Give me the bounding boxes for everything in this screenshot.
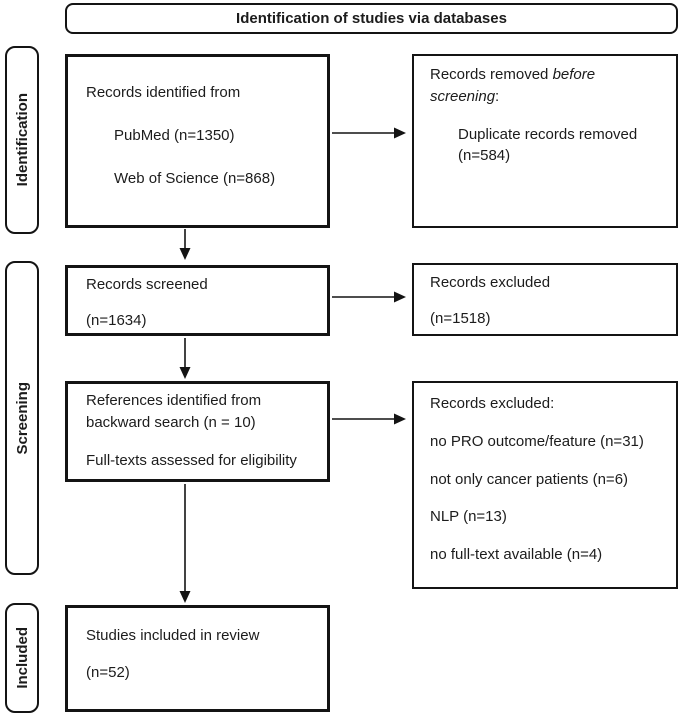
exclusion-reason-no-pro: no PRO outcome/feature (n=31) [430, 432, 644, 450]
fulltext-assessment-box: References identified from backward sear… [65, 381, 330, 482]
exclusion-reason-nlp: NLP (n=13) [430, 508, 507, 526]
records-screened-label: Records screened [86, 276, 208, 293]
records-identified-source-wos: Web of Science (n=868) [114, 169, 276, 187]
stage-label-screening-text: Screening [13, 381, 31, 455]
stage-label-identification-text: Identification [13, 93, 31, 187]
records-identified-box: Records identified from PubMed (n=1350) … [65, 54, 330, 228]
records-excluded-fulltext-title: Records excluded: [430, 395, 555, 412]
records-removed-prefix: Records removed [430, 66, 553, 83]
stage-label-identification: Identification [5, 46, 39, 234]
header-title: Identification of studies via databases [236, 10, 507, 27]
studies-included-count: (n=52) [86, 663, 130, 681]
studies-included-box: Studies included in review (n=52) [65, 605, 330, 712]
records-removed-suffix: : [495, 87, 500, 105]
header-box: Identification of studies via databases [65, 3, 678, 34]
records-identified-intro: Records identified from [86, 84, 241, 101]
records-excluded-screening-count: (n=1518) [430, 309, 491, 327]
fulltext-assessment-line1: References identified from backward sear… [86, 392, 262, 431]
records-excluded-screening-box: Records excluded (n=1518) [412, 263, 678, 336]
records-removed-emphasis: before screening [430, 66, 596, 105]
exclusion-reason-not-only-cancer: not only cancer patients (n=6) [430, 470, 629, 488]
records-excluded-fulltext-box: Records excluded: no PRO outcome/feature… [412, 381, 678, 589]
records-screened-count: (n=1634) [86, 311, 147, 329]
records-identified-source-pubmed: PubMed (n=1350) [114, 126, 235, 144]
stage-label-screening: Screening [5, 261, 39, 575]
studies-included-label: Studies included in review [86, 627, 260, 644]
stage-label-included-text: Included [13, 627, 31, 689]
fulltext-assessment-line2: Full-texts assessed for eligibility [86, 451, 297, 469]
exclusion-reason-no-fulltext: no full-text available (n=4) [430, 546, 603, 563]
stage-label-included: Included [5, 603, 39, 713]
records-removed-heading: Records removed before screening: [430, 64, 635, 108]
records-removed-box: Records removed before screening: Duplic… [412, 54, 678, 228]
records-removed-detail: Duplicate records removed (n=584) [458, 125, 638, 165]
records-excluded-screening-label: Records excluded [430, 274, 551, 291]
records-screened-box: Records screened (n=1634) [65, 265, 330, 336]
